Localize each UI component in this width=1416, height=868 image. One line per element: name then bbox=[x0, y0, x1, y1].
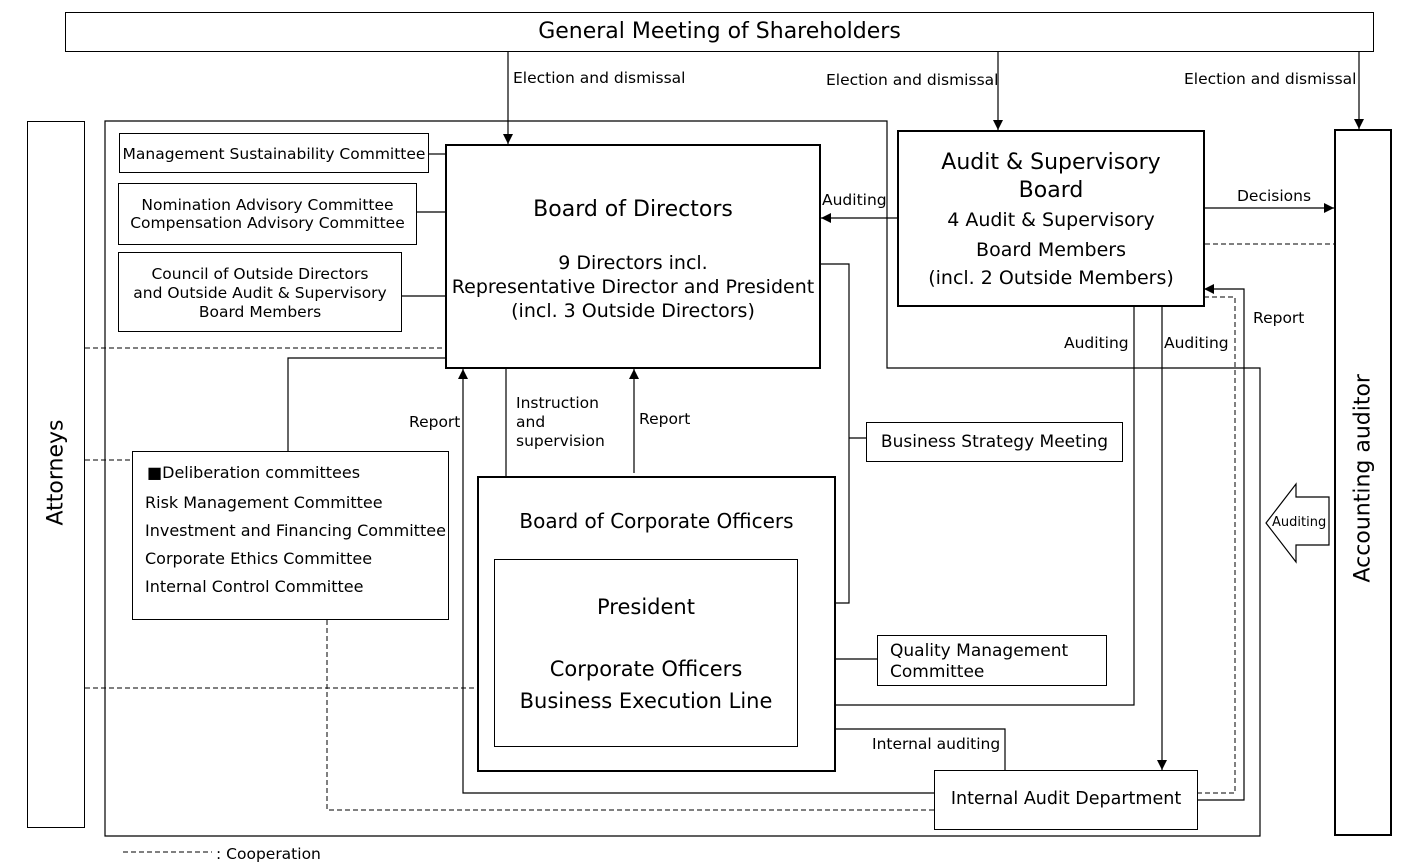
report-label-left: Report bbox=[409, 413, 461, 431]
audit-board-title-1: Audit & Supervisory bbox=[941, 150, 1161, 175]
deliberation-item: Corporate Ethics Committee bbox=[145, 549, 373, 568]
council-box bbox=[118, 252, 402, 332]
hollow-auditing-arrow bbox=[1265, 482, 1330, 564]
auditing-label-bod: Auditing bbox=[822, 191, 887, 209]
instruction-label-2: and bbox=[516, 413, 546, 431]
corporate-officers-title: Board of Corporate Officers bbox=[519, 509, 794, 533]
sustainability-committee-label: Management Sustainability Committee bbox=[122, 145, 426, 163]
cooperation-legend-label: : Cooperation bbox=[216, 845, 321, 863]
shareholders-label: General Meeting of Shareholders bbox=[538, 19, 901, 44]
nomination-compensation-box bbox=[118, 183, 417, 245]
sustainability-committee-box bbox=[119, 133, 429, 173]
square-bullet-icon: ■ bbox=[147, 463, 163, 482]
council-label-1: Council of Outside Directors bbox=[151, 265, 369, 283]
internal-audit-box bbox=[934, 770, 1198, 830]
audit-board-line3: (incl. 2 Outside Members) bbox=[928, 267, 1174, 289]
deliberation-heading-text: Deliberation committees bbox=[162, 463, 361, 482]
attorneys-label: Attorneys bbox=[43, 419, 69, 526]
election-label-accounting: Election and dismissal bbox=[1184, 70, 1357, 88]
hollow-auditing-label: Auditing bbox=[1272, 515, 1327, 530]
council-label-3: Board Members bbox=[198, 303, 322, 321]
shareholders-box bbox=[65, 12, 1374, 52]
deliberation-item: Internal Control Committee bbox=[145, 577, 364, 596]
business-strategy-box bbox=[866, 422, 1123, 462]
instruction-label-3: supervision bbox=[516, 432, 605, 450]
report-arrow-left bbox=[458, 369, 934, 794]
board-of-directors-title: Board of Directors bbox=[533, 197, 733, 222]
audit-board-title-2: Board bbox=[1018, 178, 1084, 203]
compensation-committee-label: Compensation Advisory Committee bbox=[130, 214, 405, 232]
internal-audit-label: Internal Audit Department bbox=[950, 789, 1182, 809]
corporate-officers-line2: Business Execution Line bbox=[519, 689, 773, 713]
council-label-2: and Outside Audit & Supervisory bbox=[133, 284, 387, 302]
business-strategy-label: Business Strategy Meeting bbox=[880, 432, 1109, 452]
internal-auditing-arrow bbox=[798, 724, 1006, 770]
report-label-mid: Report bbox=[639, 410, 691, 428]
board-of-directors-box bbox=[445, 144, 821, 369]
report-label-audit: Report bbox=[1253, 309, 1305, 327]
board-of-directors-line2: Representative Director and President bbox=[451, 276, 815, 298]
quality-committee-label-2: Committee bbox=[890, 662, 985, 682]
president-label: President bbox=[597, 595, 695, 619]
auditing-label-a: Auditing bbox=[1064, 334, 1129, 352]
nomination-committee-label: Nomination Advisory Committee bbox=[141, 196, 394, 214]
board-of-directors-line1: 9 Directors incl. bbox=[558, 252, 708, 274]
accounting-auditor-label: Accounting auditor bbox=[1350, 374, 1376, 583]
internal-auditing-label: Internal auditing bbox=[872, 735, 1001, 753]
election-label-bod: Election and dismissal bbox=[513, 69, 686, 87]
corporate-officers-line1: Corporate Officers bbox=[549, 657, 743, 681]
audit-board-line2: Board Members bbox=[976, 239, 1126, 261]
quality-committee-label-1: Quality Management bbox=[890, 641, 1069, 661]
attorneys-box bbox=[27, 121, 85, 828]
auditing-label-b: Auditing bbox=[1164, 334, 1229, 352]
board-of-directors-line3: (incl. 3 Outside Directors) bbox=[511, 300, 755, 322]
president-box bbox=[494, 559, 798, 747]
decisions-label: Decisions bbox=[1237, 187, 1312, 205]
instruction-label-1: Instruction bbox=[516, 394, 599, 412]
auditing-arrow-president bbox=[798, 307, 1135, 710]
election-label-audit: Election and dismissal bbox=[826, 71, 999, 89]
company-frame bbox=[104, 120, 1261, 837]
deliberation-heading: ■Deliberation committees bbox=[147, 463, 360, 482]
audit-board-line1: 4 Audit & Supervisory bbox=[947, 209, 1155, 231]
deliberation-item: Risk Management Committee bbox=[145, 493, 383, 512]
deliberation-box bbox=[132, 451, 449, 620]
quality-committee-box bbox=[877, 635, 1107, 686]
report-arrow-audit bbox=[1197, 284, 1245, 801]
accounting-auditor-box bbox=[1334, 129, 1392, 836]
audit-board-box bbox=[897, 130, 1205, 307]
deliberation-item: Investment and Financing Committee bbox=[145, 521, 446, 540]
